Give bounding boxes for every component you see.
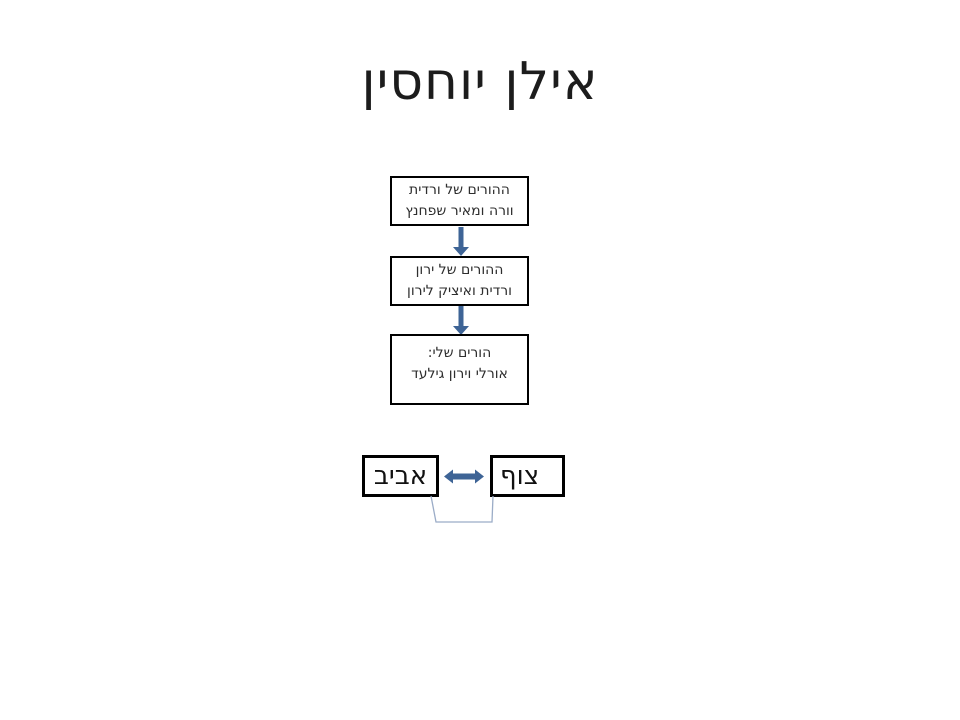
generation-box-line: וורה ומאיר שפחנץ [405,203,514,219]
generation-box-parents-of-yaron: ההורים של ירון ורדית ואיציק לירון [390,256,529,306]
down-arrow-shape [453,306,469,335]
generation-box-line: ההורים של ורדית [409,182,510,198]
child-box-aviv: אביב [362,455,439,497]
child-name: אביב [373,461,428,491]
generation-box-line: הורים שלי: [427,345,492,361]
down-arrow-icon [453,306,469,335]
double-arrow-icon [444,469,484,484]
sibling-bracket-line [430,495,494,523]
child-name: צוף [500,461,540,491]
generation-box-line: אורלי וירון גילעד [411,366,508,382]
sibling-bracket [430,495,494,523]
down-arrow-shape [453,227,469,256]
generation-box-grandparents-of-vardit: ההורים של ורדית וורה ומאיר שפחנץ [390,176,529,226]
child-box-tzuf: צוף [490,455,565,497]
down-arrow-icon [453,227,469,256]
generation-box-my-parents: הורים שלי: אורלי וירון גילעד [390,334,529,405]
page-title: אילן יוחסין [361,52,599,112]
generation-box-line: ההורים של ירון [415,262,504,278]
double-arrow-shape [444,469,484,484]
generation-box-line: ורדית ואיציק לירון [407,283,512,299]
